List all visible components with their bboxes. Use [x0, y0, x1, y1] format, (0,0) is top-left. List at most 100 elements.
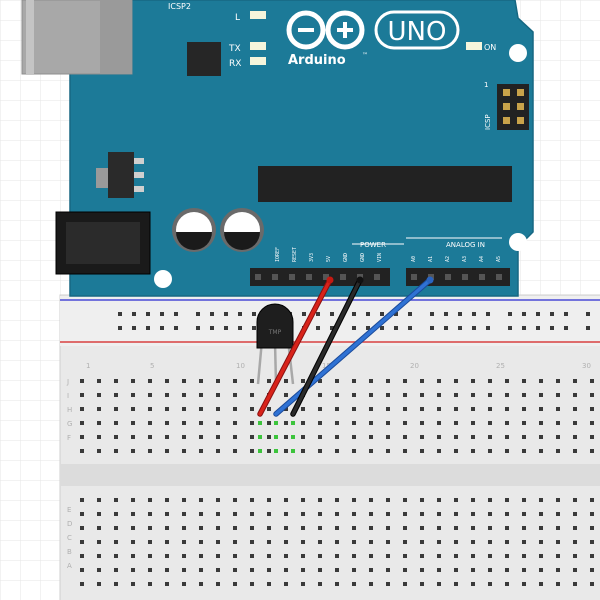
- mounting-hole: [509, 44, 527, 62]
- terminal-hole: [573, 554, 577, 558]
- terminal-hole: [148, 540, 152, 544]
- terminal-hole: [318, 435, 322, 439]
- terminal-hole: [318, 540, 322, 544]
- icsp-pin: [503, 89, 510, 96]
- terminal-hole: [114, 498, 118, 502]
- terminal-hole: [114, 393, 118, 397]
- terminal-hole: [114, 379, 118, 383]
- terminal-hole: [267, 379, 271, 383]
- rail-hole: [366, 312, 370, 316]
- terminal-hole: [97, 498, 101, 502]
- terminal-hole: [590, 568, 594, 572]
- terminal-hole: [182, 379, 186, 383]
- terminal-hole: [369, 393, 373, 397]
- header-pin: [272, 274, 278, 280]
- rail-hole: [536, 326, 540, 330]
- terminal-hole: [284, 379, 288, 383]
- terminal-hole: [250, 449, 254, 453]
- rail-hole: [210, 312, 214, 316]
- terminal-hole: [437, 435, 441, 439]
- active-hole: [291, 421, 295, 425]
- column-number: 1: [86, 362, 90, 370]
- terminal-hole: [250, 379, 254, 383]
- row-letter: J: [66, 378, 69, 386]
- terminal-hole: [352, 421, 356, 425]
- terminal-hole: [131, 407, 135, 411]
- terminal-hole: [267, 449, 271, 453]
- terminal-hole: [301, 435, 305, 439]
- terminal-hole: [539, 512, 543, 516]
- power-jack-opening: [66, 222, 140, 264]
- header-pin: [255, 274, 261, 280]
- pin-label-5v: 5V: [326, 256, 332, 262]
- terminal-hole: [522, 407, 526, 411]
- terminal-hole: [80, 554, 84, 558]
- terminal-hole: [539, 498, 543, 502]
- terminal-hole: [454, 449, 458, 453]
- active-hole: [291, 435, 295, 439]
- rail-hole: [252, 326, 256, 330]
- row-letter: E: [67, 506, 71, 514]
- terminal-hole: [454, 393, 458, 397]
- terminal-hole: [114, 554, 118, 558]
- terminal-hole: [488, 435, 492, 439]
- terminal-hole: [216, 582, 220, 586]
- terminal-hole: [403, 526, 407, 530]
- header-pin: [374, 274, 380, 280]
- terminal-hole: [539, 393, 543, 397]
- terminal-hole: [335, 498, 339, 502]
- uno-text: UNO: [388, 17, 447, 47]
- terminal-hole: [97, 421, 101, 425]
- led-tx: [250, 42, 266, 50]
- rail-hole: [458, 312, 462, 316]
- terminal-hole: [352, 435, 356, 439]
- terminal-hole: [471, 498, 475, 502]
- rail-hole: [146, 312, 150, 316]
- terminal-hole: [284, 526, 288, 530]
- terminal-hole: [539, 526, 543, 530]
- terminal-hole: [318, 498, 322, 502]
- terminal-hole: [216, 512, 220, 516]
- terminal-hole: [301, 449, 305, 453]
- terminal-hole: [556, 435, 560, 439]
- terminal-hole: [403, 568, 407, 572]
- terminal-hole: [131, 540, 135, 544]
- terminal-hole: [301, 379, 305, 383]
- terminal-hole: [267, 554, 271, 558]
- terminal-hole: [165, 582, 169, 586]
- terminal-hole: [522, 393, 526, 397]
- terminal-hole: [335, 407, 339, 411]
- terminal-hole: [267, 526, 271, 530]
- terminal-hole: [165, 568, 169, 572]
- terminal-hole: [386, 449, 390, 453]
- terminal-hole: [233, 498, 237, 502]
- terminal-hole: [403, 449, 407, 453]
- terminal-hole: [148, 582, 152, 586]
- rail-hole: [160, 326, 164, 330]
- header-pin: [479, 274, 485, 280]
- terminal-hole: [386, 393, 390, 397]
- led-rx-label: RX: [229, 59, 241, 69]
- ground-wire[interactable]: [291, 278, 362, 416]
- terminal-hole: [386, 407, 390, 411]
- terminal-hole: [369, 421, 373, 425]
- led-l-label: L: [235, 13, 240, 23]
- terminal-hole: [505, 393, 509, 397]
- terminal-hole: [182, 393, 186, 397]
- terminal-hole: [437, 582, 441, 586]
- terminal-hole: [284, 554, 288, 558]
- rail-hole: [118, 326, 122, 330]
- terminal-hole: [148, 407, 152, 411]
- terminal-hole: [335, 435, 339, 439]
- terminal-hole: [250, 554, 254, 558]
- terminal-hole: [352, 498, 356, 502]
- terminal-hole: [267, 407, 271, 411]
- terminal-hole: [284, 449, 288, 453]
- pin-label-3v3: 3V3: [309, 253, 315, 262]
- power-wire[interactable]: [258, 278, 332, 416]
- terminal-hole: [233, 449, 237, 453]
- terminal-hole: [386, 540, 390, 544]
- terminal-hole: [233, 582, 237, 586]
- terminal-hole: [335, 512, 339, 516]
- terminal-hole: [284, 407, 288, 411]
